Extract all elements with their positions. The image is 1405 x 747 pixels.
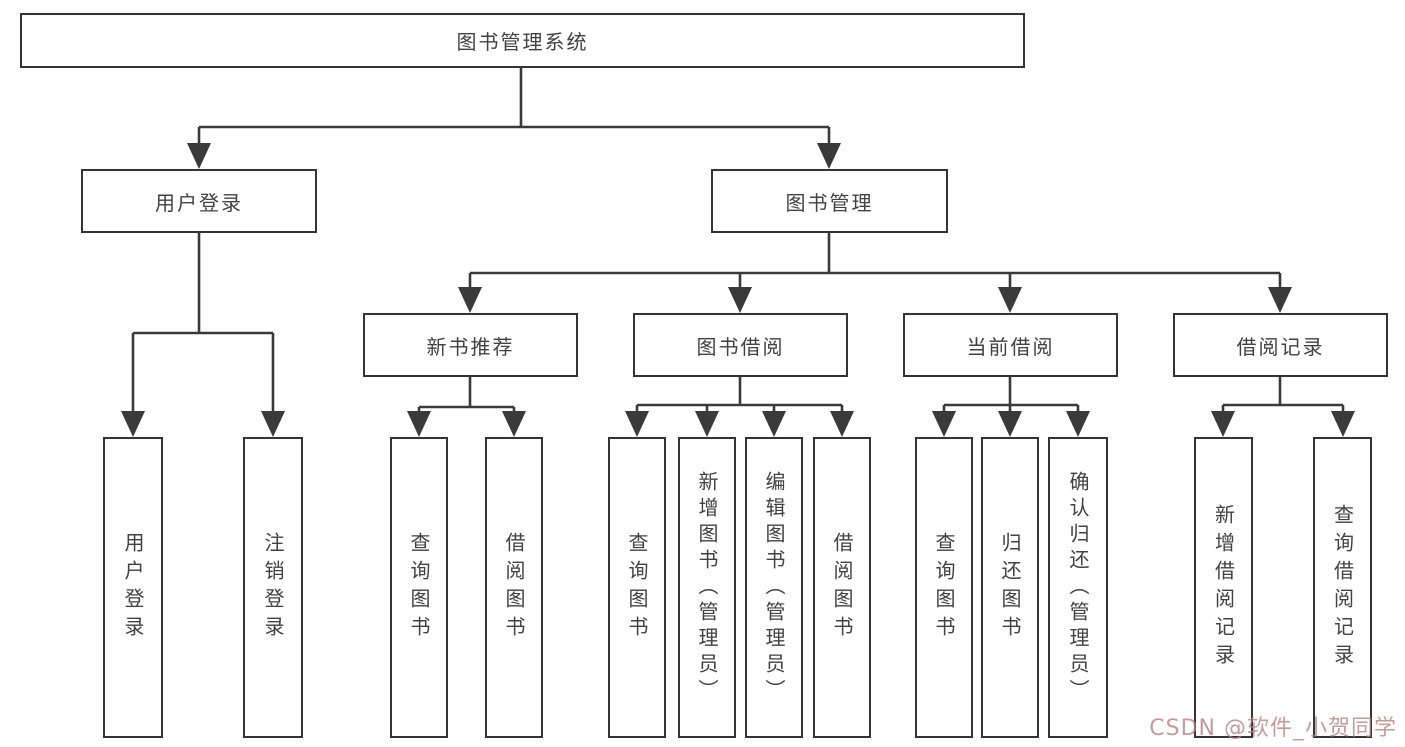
- leaf-add-borrow-record: 新增借阅记录: [1194, 437, 1253, 738]
- arrowhead: [1331, 411, 1355, 437]
- arrowhead: [728, 287, 752, 313]
- arrowhead: [261, 411, 285, 437]
- node-root: 图书管理系统: [20, 13, 1025, 68]
- leaf-query-books-recommend: 查询图书: [390, 437, 448, 738]
- leaf-edit-book-admin: 编辑图书（管理员）: [745, 437, 803, 738]
- node-borrow-records: 借阅记录: [1173, 313, 1388, 377]
- arrowhead: [121, 411, 145, 437]
- arrowhead: [625, 411, 649, 437]
- leaf-borrow-books-recommend: 借阅图书: [485, 437, 543, 738]
- connector-paths: [131, 68, 1345, 420]
- leaf-confirm-return-admin: 确认归还（管理员）: [1048, 437, 1108, 738]
- leaf-logout: 注销登录: [243, 437, 303, 738]
- arrowhead: [998, 411, 1022, 437]
- arrowhead: [1268, 287, 1292, 313]
- arrowhead: [762, 411, 786, 437]
- leaf-query-borrow-record: 查询借阅记录: [1313, 437, 1372, 738]
- leaf-query-books-borrow: 查询图书: [608, 437, 666, 738]
- arrowhead: [830, 411, 854, 437]
- node-book-management: 图书管理: [711, 169, 948, 233]
- arrowhead: [998, 287, 1022, 313]
- arrowhead: [458, 287, 482, 313]
- node-current-borrow: 当前借阅: [903, 313, 1118, 377]
- arrowhead: [502, 411, 526, 437]
- arrowhead: [187, 143, 211, 169]
- csdn-watermark: CSDN @软件_小贺同学: [1149, 716, 1397, 741]
- leaf-return-books: 归还图书: [981, 437, 1039, 738]
- arrowhead: [817, 143, 841, 169]
- arrowhead: [932, 411, 956, 437]
- arrowhead: [1211, 411, 1235, 437]
- arrowhead: [407, 411, 431, 437]
- arrowhead: [1066, 411, 1090, 437]
- leaf-add-book-admin: 新增图书（管理员）: [678, 437, 736, 738]
- arrowheads: [121, 143, 1355, 437]
- node-new-book-recommend: 新书推荐: [363, 313, 578, 377]
- node-user-login: 用户登录: [81, 169, 317, 233]
- leaf-query-books-current: 查询图书: [915, 437, 973, 738]
- leaf-user-login: 用户登录: [103, 437, 163, 738]
- node-book-borrow: 图书借阅: [633, 313, 848, 377]
- leaf-borrow-books: 借阅图书: [813, 437, 871, 738]
- arrowhead: [695, 411, 719, 437]
